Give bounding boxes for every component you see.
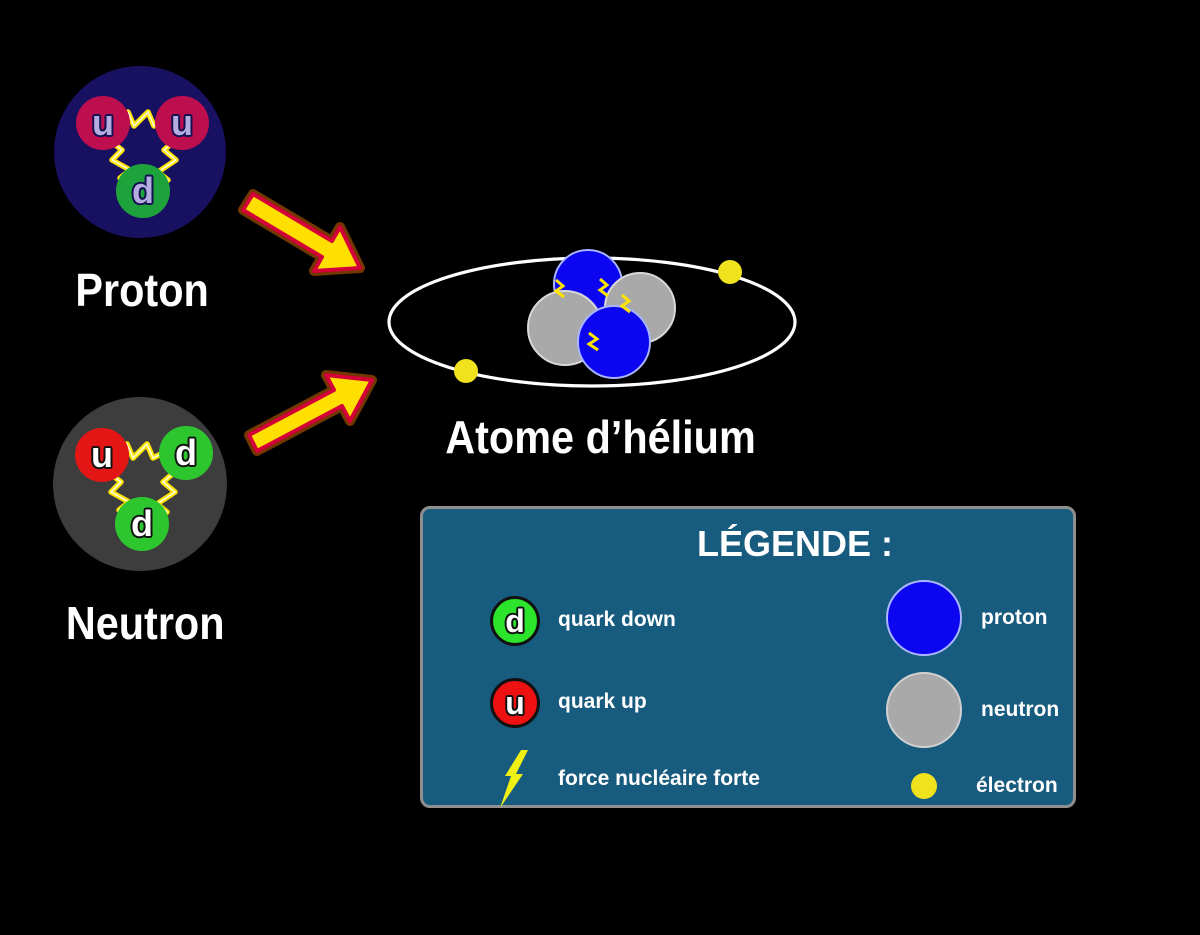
quark-letter: d [175, 432, 197, 473]
arrow-neutron-to-atom [244, 370, 377, 456]
lightning-bolt-icon [500, 750, 528, 808]
helium-nucleus [527, 249, 676, 379]
proton-quark-up-2: u [155, 96, 209, 150]
legend-quark-up-label: quark up [558, 690, 647, 713]
electron-top-right [718, 260, 742, 284]
legend-quark-down-label: quark down [558, 608, 676, 631]
nucleus-force-bolts [553, 277, 632, 352]
legend-quark-up-icon: u [490, 678, 540, 728]
neutron-title: Neutron [65, 597, 225, 649]
quark-letter: u [505, 685, 525, 721]
quark-letter: u [171, 102, 193, 143]
proton-title: Proton [75, 264, 209, 316]
arrow-proton-to-atom [238, 189, 365, 276]
neutron-diagram: u d d [53, 397, 227, 571]
neutron-quark-down-1: d [159, 426, 213, 480]
nucleus-proton-bottom [577, 305, 651, 379]
quark-letter: d [505, 603, 525, 639]
legend-neutron-icon [886, 672, 962, 748]
neutron-quark-up: u [75, 428, 129, 482]
helium-atom-title: Atome d’hélium [445, 411, 757, 463]
electron-bottom-left [454, 359, 478, 383]
legend-electron-icon [911, 773, 937, 799]
quark-letter: d [131, 503, 153, 544]
proton-diagram: u u d [54, 66, 226, 238]
neutron-quark-down-2: d [115, 497, 169, 551]
proton-quark-down: d [116, 164, 170, 218]
legend-title: LÉGENDE : [697, 523, 894, 564]
proton-quark-up-1: u [76, 96, 130, 150]
legend-proton-label: proton [981, 606, 1048, 629]
legend-quark-down-icon: d [490, 596, 540, 646]
legend-strong-force-label: force nucléaire forte [558, 767, 760, 790]
quark-letter: d [132, 170, 154, 211]
quark-letter: u [92, 102, 114, 143]
legend-neutron-label: neutron [981, 698, 1060, 721]
legend-electron-label: électron [976, 774, 1058, 797]
legend-box: LÉGENDE : d quark down u quark up force … [420, 506, 1076, 808]
quark-letter: u [91, 434, 113, 475]
legend-proton-icon [886, 580, 962, 656]
